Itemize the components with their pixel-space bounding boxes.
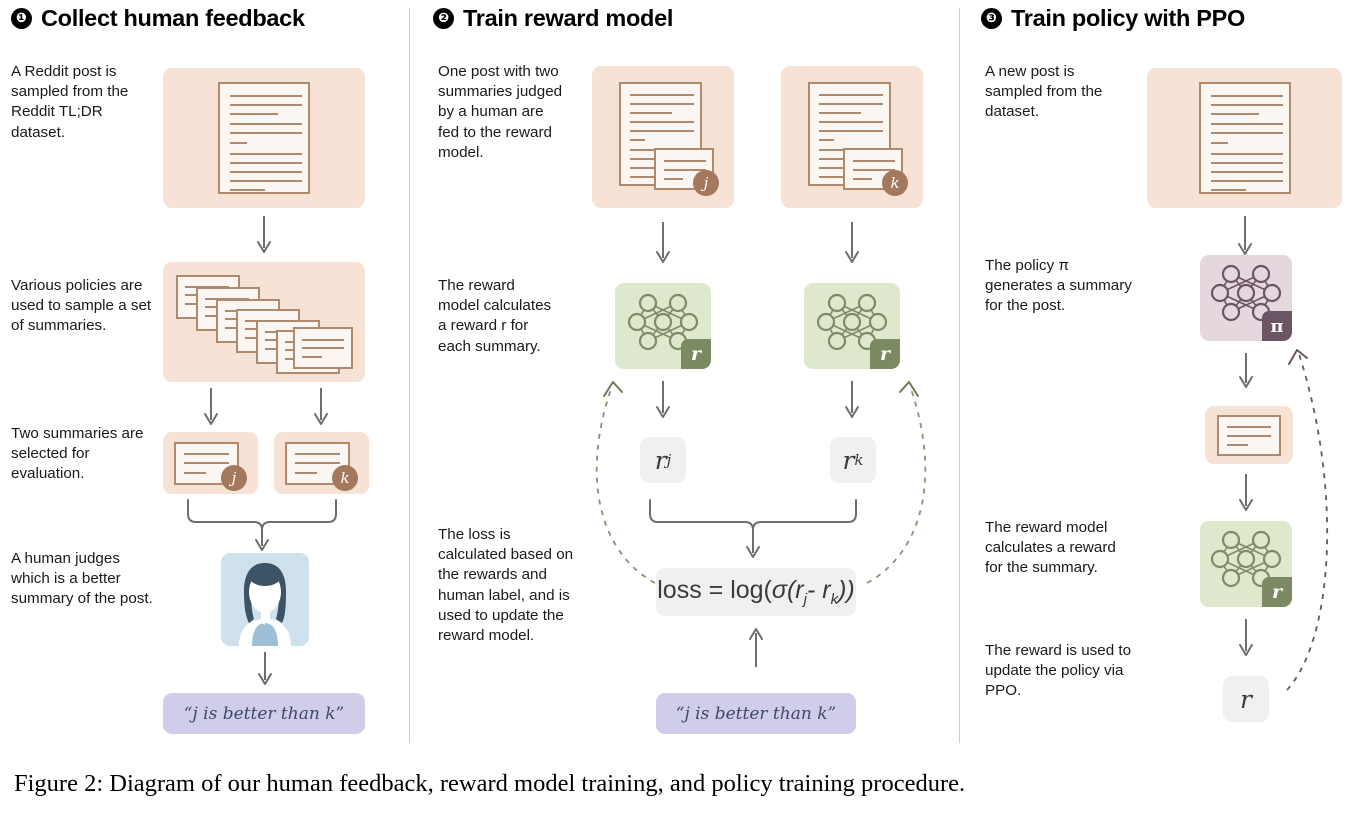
generated-summary-document-icon [1217,415,1281,456]
summary-j-document-icon [174,442,239,485]
summary-j-inset-icon [654,148,714,190]
arrow-policy-to-summary [1239,353,1253,388]
arrow-stack-to-summary-k [314,388,328,425]
neural-network-icon [1210,530,1282,588]
verdict-text-2: “j is better than k” [675,703,837,724]
caption-3-1: A new post is sampled from the dataset. [985,63,1103,121]
reddit-post-tile [163,68,365,208]
neural-network-icon [1210,264,1282,322]
dashed-update-arrow-left [595,381,656,584]
arrow-post-to-summaries [257,216,271,253]
summary-k-tile: k [274,432,369,494]
arrow-human-label-to-loss [749,628,763,667]
reward-symbol-3: r [1240,684,1252,714]
reward-model-k-tile: r [804,283,900,369]
caption-1-3: Two summaries are selected for evaluatio… [11,425,144,483]
reward-k-subscript: k [854,451,864,469]
reward-model-j-badge: r [681,339,711,369]
column-1-title: Collect human feedback [41,5,305,31]
reward-j-subscript: j [666,451,672,469]
caption-1-1: A Reddit post is sampled from the Reddit… [11,63,129,141]
verdict-tile-2: “j is better than k” [656,693,856,734]
reward-j-symbol: r [654,445,667,475]
human-avatar-icon [239,563,291,646]
caption-2-2: The reward model calculates a reward r f… [438,277,552,355]
post-with-summary-j-tile: j [592,66,734,208]
summaries-stack-tile [163,262,365,382]
dashed-update-arrow-right [866,381,927,584]
verdict-text-1: “j is better than k” [183,703,345,724]
step-number-3: ❸ [981,8,1002,29]
post-document-icon [218,82,310,194]
new-post-tile [1147,68,1342,208]
step-number-1: ❶ [11,8,32,29]
caption-1-2: Various policies are used to sample a se… [11,277,152,335]
post-with-summary-k-tile: k [781,66,923,208]
new-post-document-icon [1199,82,1291,194]
column-divider-1 [409,8,410,743]
arrow-post-to-policy [1238,216,1252,255]
caption-2-1: One post with two summaries judged by a … [438,63,563,161]
arrow-stack-to-summary-j [204,388,218,425]
summary-k-badge: k [332,465,358,491]
post-summary-k-badge: k [882,170,908,196]
step-number-2: ❷ [433,8,454,29]
summary-j-tile: j [163,432,258,494]
summary-card-7 [293,327,353,369]
arrow-post-j-to-reward-model [656,222,670,263]
loss-equation-text: loss = log(σ(rj- rk)) [657,576,855,608]
policy-badge: π [1262,311,1292,341]
caption-3-4: The reward is used to update the policy … [985,642,1132,700]
caption-3-2: The policy π generates a summary for the… [985,257,1132,315]
dashed-ppo-update-arrow [1286,349,1329,691]
arrow-reward-model-j-to-rj [656,381,670,418]
caption-2-3: The loss is calculated based on the rewa… [438,526,574,645]
arrow-summary-to-reward-model [1239,474,1253,511]
arrow-post-k-to-reward-model [845,222,859,263]
reward-model-badge-3: r [1262,577,1292,607]
loss-equation-tile: loss = log(σ(rj- rk)) [656,568,856,616]
arrow-reward-model-k-to-rk [845,381,859,418]
reward-model-tile-3: r [1200,521,1292,607]
verdict-tile-1: “j is better than k” [163,693,365,734]
post-summary-j-badge: j [693,170,719,196]
reward-model-k-badge: r [870,339,900,369]
column-divider-2 [959,8,960,743]
figure-caption: Figure 2: Diagram of our human feedback,… [14,770,966,797]
column-3-heading: ❸ Train policy with PPO [981,5,1245,32]
brace-summaries-to-human [187,499,337,551]
reward-k-symbol: r [842,445,855,475]
policy-tile: π [1200,255,1292,341]
reward-token-3: r [1223,676,1269,722]
human-judge-tile [221,553,309,646]
caption-3-3: The reward model calculates a reward for… [985,519,1116,577]
generated-summary-tile [1205,406,1293,464]
brace-rewards-to-loss [649,499,857,558]
caption-1-4: A human judges which is a better summary… [11,550,153,608]
arrow-reward-model-to-reward [1239,619,1253,656]
column-2-title: Train reward model [463,5,674,31]
arrow-human-to-verdict [258,652,272,685]
summary-k-document-icon [285,442,350,485]
column-1-heading: ❶ Collect human feedback [11,5,305,32]
column-2-heading: ❷ Train reward model [433,5,673,32]
column-3-title: Train policy with PPO [1011,5,1245,31]
summary-j-badge: j [221,465,247,491]
reward-model-j-tile: r [615,283,711,369]
